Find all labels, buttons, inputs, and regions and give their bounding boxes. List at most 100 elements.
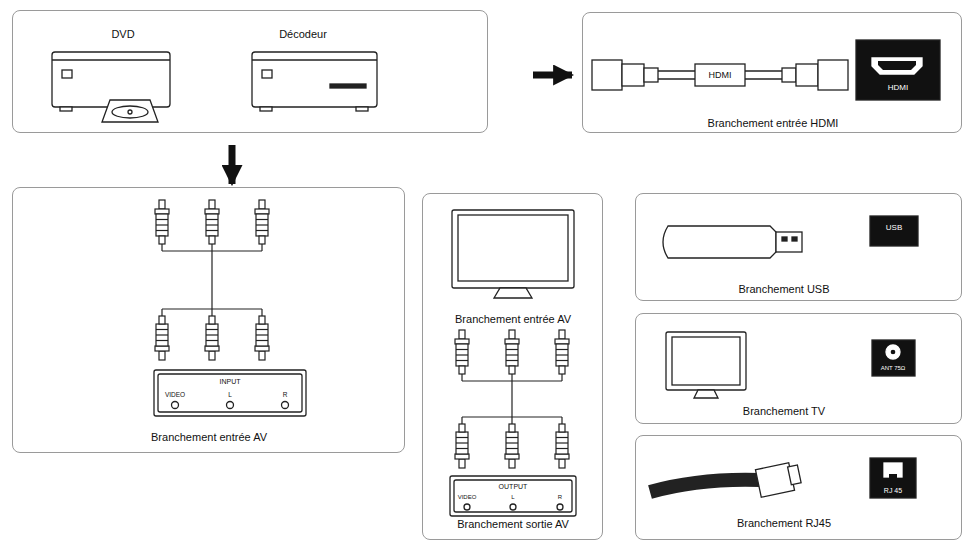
rca-plug-part [556,344,568,366]
caption-text: Branchement USB [738,283,829,295]
port-label: R [558,494,562,500]
rca-plug-part [205,209,219,214]
rca-plug-part [211,244,212,251]
device-name: DVD [111,28,134,40]
rca-plug-part [559,424,565,432]
rca-plug-part [561,374,562,381]
caption-text: Branchement TV [743,405,825,417]
rca-plug-part [256,324,268,346]
rca-plug-part [506,349,518,350]
rca-plug-part [156,334,168,335]
rca-plug-part [556,437,568,438]
port-label: L [511,494,514,500]
panel-box: Branchement USB [635,193,962,301]
port-label: INPUT [220,378,241,385]
rca-plug-part [159,236,165,244]
caption-text: Décodeur [279,28,327,40]
rca-plug-part [555,339,569,344]
port-label: HDMI [707,70,734,81]
port-label: R [283,392,288,399]
port-label: ANT 75Ω [881,365,906,371]
rca-plug-part [156,230,168,231]
rca-plug-part [211,251,212,309]
rca-plug-part [511,381,512,417]
port-label: OUTPUT [499,483,528,490]
rca-plug-part [256,230,268,231]
panel-box: Branchement entrée AV [12,187,405,453]
rca-plug-part [159,316,165,324]
rca-plug-part [205,346,219,351]
rca-plug-part [556,354,568,355]
rca-plug-part [459,330,465,339]
rca-plug-part [506,437,518,438]
panel-box: DVD Décodeur [12,10,488,133]
rca-plug-part [161,309,162,316]
rca-plug-part [506,448,518,449]
rca-plug-part [156,219,168,220]
caption-text: Branchement entrée AV [455,313,571,325]
rca-plug-part [456,344,468,366]
rca-plug-part [461,374,462,381]
rca-plug-part [456,432,468,454]
panel-box: Branchement RJ45 [635,435,962,540]
rca-plug-part [259,351,265,360]
rca-plug-part [206,219,218,220]
rca-plug-part [555,454,569,459]
rca-plug-part [456,448,468,449]
rca-plug-part [156,329,168,330]
rca-plug-part [209,236,215,244]
rca-plug-part [506,442,518,443]
rca-plug-part [509,330,515,339]
rca-plug-part [506,354,518,355]
rca-plug-part [211,309,212,316]
flow-arrow [229,145,236,184]
rca-plug-part [456,360,468,361]
rca-plug-part [161,244,162,251]
caption-text: Branchement entrée HDMI [708,117,839,129]
rca-plug-part [506,344,518,366]
panel-box: Branchement entrée HDMI [582,12,962,133]
rca-plug-part [209,351,215,360]
port-label: L [228,392,232,399]
rca-plug-part [255,346,269,351]
rca-plug-part [159,200,165,209]
rca-plug-part [459,459,465,468]
rca-plug-part [259,316,265,324]
rca-plug-part [559,330,565,339]
rca-plug-part [206,224,218,225]
port-label: HDMI [888,84,908,92]
rca-plug-part [209,316,215,324]
rca-plug-part [206,214,218,236]
rca-plug-part [206,334,218,335]
rca-plug-part [509,459,515,468]
rca-plug-part [556,448,568,449]
rca-plug-part [511,374,512,381]
rca-plug-part [256,214,268,236]
rca-plug-part [456,349,468,350]
port-label: USB [886,224,902,232]
rca-plug-part [156,324,168,346]
rca-plug-part [259,200,265,209]
rca-plug-part [155,209,169,214]
rca-plug-part [456,437,468,438]
rca-plug-part [259,236,265,244]
rca-plug-part [261,309,262,316]
rca-plug-part [155,346,169,351]
rca-plug-part [261,244,262,251]
rca-plug-part [556,349,568,350]
rca-plug-part [459,424,465,432]
caption-text: Branchement RJ45 [737,517,831,529]
rca-plug-part [455,339,469,344]
rca-plug-part [455,454,469,459]
rca-plug-part [156,214,168,236]
rca-plug-part [505,339,519,344]
rca-plug-part [456,354,468,355]
rca-plug-part [509,366,515,374]
rca-plug-part [256,219,268,220]
rca-plug-part [561,417,562,424]
rca-plug-part [206,329,218,330]
rca-plug-part [559,459,565,468]
